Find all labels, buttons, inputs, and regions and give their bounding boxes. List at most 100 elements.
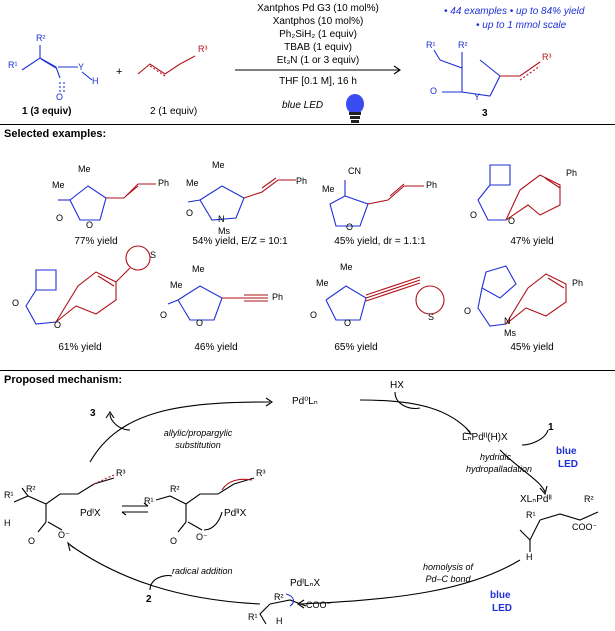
ex5-o: O: [12, 298, 20, 308]
ex5-yield: 61% yield: [58, 342, 102, 353]
radical-r1: R¹: [248, 612, 258, 622]
radical-r2: R²: [274, 592, 284, 602]
ex3-me: Me: [322, 184, 335, 194]
ex6-o: O: [160, 310, 168, 320]
condition-tbab: TBAB (1 equiv): [284, 42, 352, 53]
left-r2: R²: [26, 484, 36, 494]
pd-i-x: PdᴵX: [80, 508, 101, 519]
radical-coo: COO⁻: [306, 600, 332, 610]
ex3-o: O: [346, 222, 354, 232]
product-atom-r3: R³: [542, 52, 552, 62]
ex6-yield: 46% yield: [194, 342, 238, 353]
ex1-ring-o: O: [86, 220, 94, 230]
reactant-1-structure: [21, 45, 93, 92]
mid-o: O: [170, 536, 178, 546]
radical-pd-complex: PdᴵLₙX: [290, 578, 321, 589]
section-divider-1: [0, 124, 615, 125]
left-r1: R¹: [4, 490, 14, 500]
ex2-ph: Ph: [296, 176, 308, 186]
alkyl-pd-complex: XLₙPdᴵᴵ: [520, 494, 552, 505]
ex2-me-2: Me: [186, 178, 199, 188]
reaction-arrow: [235, 65, 401, 75]
section-divider-2: [0, 370, 615, 371]
mid-r2: R²: [170, 484, 180, 494]
atom-h: H: [92, 76, 99, 86]
condition-catalyst: Xantphos Pd G3 (10 mol%): [257, 3, 379, 14]
condition-base: Et₃N (1 or 3 equiv): [276, 55, 360, 66]
equilibrium-arrows: [121, 502, 149, 516]
alkyl-pd-structure: [519, 511, 599, 552]
product-label: 3: [482, 108, 488, 119]
example-4-structure: [477, 164, 561, 221]
reactant-2-label: 2 (1 equiv): [150, 106, 198, 117]
pd0-catalyst: Pd⁰Lₙ: [292, 396, 318, 407]
example-5-structure: [25, 245, 151, 325]
ex1-yield: 77% yield: [74, 236, 118, 247]
ex7-s: S: [428, 312, 435, 322]
product-atom-o: O: [430, 86, 438, 96]
ex6-ph: Ph: [272, 292, 284, 302]
left-h: H: [4, 518, 11, 528]
allylic-label-1: allylic/propargylic: [163, 428, 233, 438]
blue-led-2b: LED: [492, 603, 512, 614]
ex2-yield: 54% yield, E/Z = 10:1: [192, 236, 288, 247]
example-2-structure: [187, 177, 296, 221]
alkyl-pd-h: H: [526, 552, 533, 562]
ex8-n: N: [504, 316, 511, 326]
ex8-ph: Ph: [572, 278, 584, 288]
condition-ligand: Xantphos (10 mol%): [272, 16, 364, 27]
left-o: O: [28, 536, 36, 546]
atom-y: Y: [78, 62, 85, 72]
light-source-label: blue LED: [282, 100, 324, 111]
mid-r3: R³: [256, 468, 266, 478]
ex3-cn: CN: [348, 166, 361, 176]
ex2-ms: Ms: [218, 226, 230, 236]
ex6-me-2: Me: [170, 280, 183, 290]
hx-reagent: HX: [390, 380, 404, 391]
ex5-s: S: [150, 250, 157, 260]
pd-ii-x: PdᴵᴵX: [224, 508, 247, 519]
blue-led-bulb: [346, 94, 364, 123]
ex5-ring-o: O: [54, 320, 62, 330]
ex4-o: O: [470, 210, 478, 220]
reactant-1-label: 1 (3 equiv): [22, 106, 72, 117]
ex1-ph: Ph: [158, 178, 170, 188]
ex1-me-1: Me: [78, 164, 91, 174]
example-1-structure: [58, 183, 156, 221]
product-atom-r2: R²: [458, 40, 468, 50]
ex6-me-1: Me: [192, 264, 205, 274]
homolysis-label-2: Pd–C bond: [425, 574, 471, 584]
hydro-label-2: hydropalladation: [466, 464, 533, 474]
condition-solvent: THF [0.1 M], 16 h: [279, 76, 357, 87]
mid-o-minus: O⁻: [196, 532, 208, 542]
ex4-ring-o: O: [508, 216, 516, 226]
mechanism-heading: Proposed mechanism:: [4, 374, 122, 386]
product-atom-y: Y: [474, 92, 481, 102]
ex7-o: O: [310, 310, 318, 320]
highlight-examples: • 44 examples • up to 84% yield: [444, 6, 585, 17]
ex2-o: O: [186, 208, 194, 218]
blue-led-1b: LED: [558, 459, 578, 470]
carbon-radical-structure: [259, 593, 307, 625]
ex2-n: N: [218, 214, 225, 224]
ex7-ring-o: O: [344, 318, 352, 328]
pd-allyl-intermediate-structure: [155, 477, 255, 533]
left-r3: R³: [116, 468, 126, 478]
alkyl-pd-r2: R²: [584, 494, 594, 504]
ex1-o: O: [56, 213, 64, 223]
blue-led-1a: blue: [556, 446, 577, 457]
condition-silane: Ph₂SiH₂ (1 equiv): [279, 29, 357, 40]
highlight-scale: • up to 1 mmol scale: [476, 20, 567, 31]
radical-addition-label: radical addition: [172, 566, 233, 576]
example-3-structure: [329, 180, 424, 227]
hydro-label-1: hydridic: [480, 452, 512, 462]
ex7-yield: 65% yield: [334, 342, 378, 353]
atom-r2: R²: [36, 33, 46, 43]
reactant-2-structure: [137, 55, 196, 77]
ex4-ph: Ph: [566, 168, 578, 178]
examples-heading: Selected examples:: [4, 128, 107, 140]
homolysis-label-1: homolysis of: [422, 562, 474, 572]
ex3-yield: 45% yield, dr = 1.1:1: [334, 236, 426, 247]
ex7-me-1: Me: [340, 262, 353, 272]
